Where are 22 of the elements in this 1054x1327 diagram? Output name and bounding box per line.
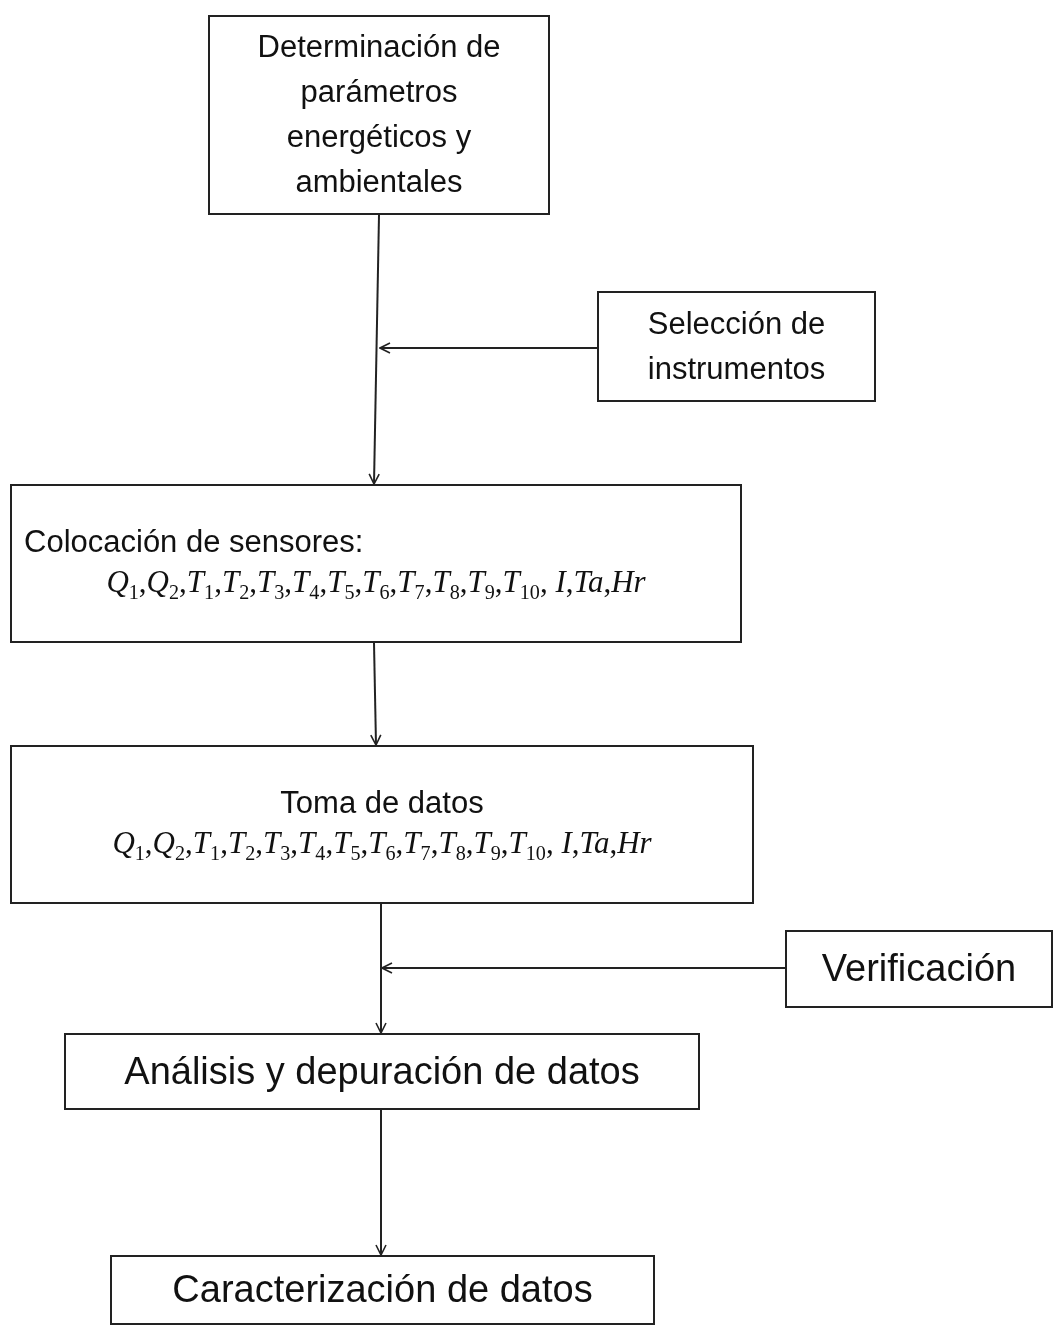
arrow — [381, 962, 786, 974]
box-label: Selección de instrumentos — [646, 304, 827, 388]
input-box — [597, 291, 876, 402]
arrow — [368, 214, 380, 485]
process-box — [64, 1033, 700, 1110]
arrow — [379, 342, 598, 354]
process-box — [110, 1255, 655, 1325]
input-box — [785, 930, 1053, 1008]
arrow — [375, 903, 387, 1034]
box-label: Colocación de sensores: — [24, 522, 364, 561]
box-label: Análisis y depuración de datos — [124, 1048, 640, 1094]
process-box — [10, 745, 754, 904]
process-box — [208, 15, 550, 215]
variable-list: Q$_{1}$,Q$_{2}$,T$_{1}$,T$_{2}$,T$_{3}$,T$_{4}$,T$_{5}$,T$_{6}$,T$_{7}$,T$_{8}$,T$_{9}$,T$_{10}$, I,Ta,Hr — [106, 561, 646, 606]
box-label: Caracterización de datos — [172, 1267, 593, 1313]
box-label: Toma de datos — [280, 783, 484, 822]
process-box — [10, 484, 742, 643]
variable-list: Q$_{1}$,Q$_{2}$,T$_{1}$,T$_{2}$,T$_{3}$,T$_{4}$,T$_{5}$,T$_{6}$,T$_{7}$,T$_{8}$,T$_{9}$,T$_{10}$, I,Ta,Hr — [112, 822, 652, 867]
arrow — [375, 1109, 387, 1256]
box-label: Determinación de parámetros energéticos y ambientales — [256, 28, 502, 201]
arrow — [370, 642, 382, 746]
box-label: Verificación — [821, 946, 1017, 992]
